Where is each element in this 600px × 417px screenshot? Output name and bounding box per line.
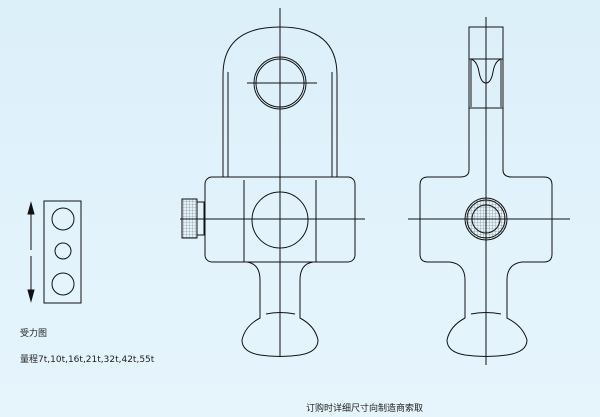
force-diagram-label: 受力图 xyxy=(20,329,48,339)
side-view xyxy=(408,17,570,365)
footer-note: 订购时详细尺寸向制造商索取 xyxy=(306,404,424,414)
capacity-label: 量程7t,10t,16t,21t,32t,42t,55t xyxy=(20,355,155,365)
arrow-icon xyxy=(27,201,35,303)
force-diagram xyxy=(27,200,82,304)
front-view xyxy=(180,8,365,357)
